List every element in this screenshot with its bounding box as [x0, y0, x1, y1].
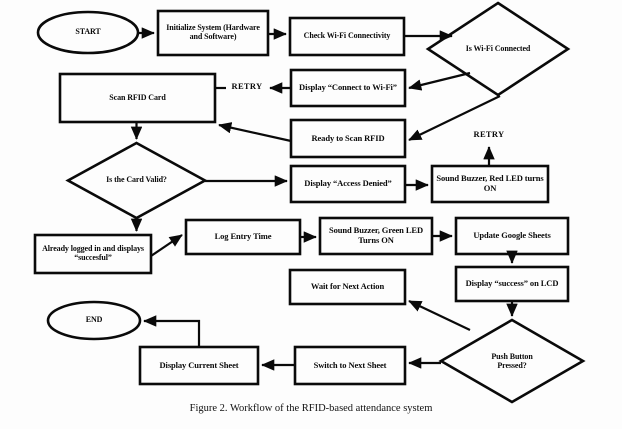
- node-buzzergreen-shape: [318, 216, 434, 256]
- node-cardvalid-shape: [65, 141, 208, 220]
- edge-alreadylog-logentry: [150, 234, 183, 257]
- edge-pushbutton-waitnext: [408, 300, 471, 331]
- node-displaysheet-shape: [138, 345, 260, 386]
- node-readyscan-shape: [289, 118, 407, 159]
- node-start-shape: [36, 10, 140, 55]
- node-iswifi-shape: [425, 1, 571, 97]
- edge-displaysheet-end: [143, 315, 201, 347]
- node-init-shape: [156, 9, 270, 57]
- node-pushbutton-shape: [438, 318, 586, 404]
- node-scanrfid-shape: [58, 72, 217, 124]
- node-accessdenied-shape: [289, 164, 407, 204]
- edge-iswifi-readyscan: [408, 95, 501, 141]
- node-switchsheet-shape: [293, 345, 407, 386]
- node-end-shape: [46, 300, 142, 341]
- figure-caption: Figure 2. Workflow of the RFID-based att…: [189, 403, 433, 414]
- node-connectwifi-shape: [289, 68, 407, 108]
- node-checkwifi-shape: [288, 16, 406, 57]
- node-waitnext-shape: [288, 268, 407, 306]
- node-updatesheets-shape: [454, 216, 570, 256]
- node-logentry-shape: [184, 218, 302, 256]
- node-successlcd-shape: [454, 265, 570, 303]
- edge-iswifi-connectwifi: [408, 71, 471, 91]
- node-buzzerred-shape: [430, 164, 550, 204]
- node-alreadylog-shape: [33, 233, 153, 275]
- edge-readyscan-scanrfid: [218, 122, 292, 143]
